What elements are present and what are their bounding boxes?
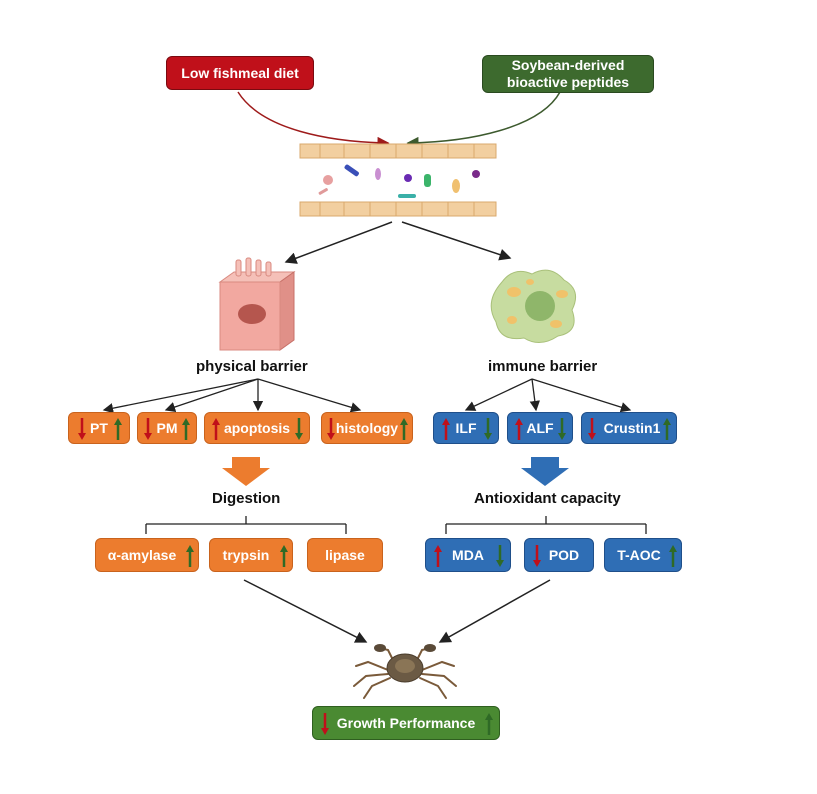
crab-illustration	[353, 644, 457, 699]
crustin1-label: Crustin1	[603, 420, 661, 436]
arrow-to-immune	[401, 221, 512, 261]
ilf-label: ILF	[455, 420, 477, 436]
down-arrow-icon	[78, 418, 86, 440]
soybean-label-line1: Soybean-derived	[511, 57, 625, 73]
immune-barrier-title: immune barrier	[488, 358, 598, 375]
antioxidant-title: Antioxidant capacity	[474, 490, 621, 507]
pm-label: PM	[156, 420, 178, 436]
up-arrow-icon	[186, 545, 194, 567]
apoptosis-label: apoptosis	[223, 420, 291, 436]
down-arrow-icon	[533, 545, 541, 567]
pt-box: PT	[68, 412, 130, 444]
t-aoc-box: T-AOC	[604, 538, 682, 572]
up-arrow-icon	[114, 418, 122, 440]
physical-fan	[102, 378, 362, 414]
up-arrow-icon	[663, 418, 671, 440]
digestion-bracket	[145, 516, 347, 534]
up-arrow-icon	[434, 545, 442, 567]
intestine-illustration	[299, 143, 497, 217]
apoptosis-box: apoptosis	[204, 412, 310, 444]
alf-label: ALF	[526, 420, 554, 436]
up-arrow-icon	[485, 713, 493, 735]
ilf-box: ILF	[433, 412, 499, 444]
up-arrow-icon	[515, 418, 523, 440]
down-arrow-icon	[496, 545, 504, 567]
immune-cell-illustration	[490, 269, 577, 343]
histology-label: histology	[335, 420, 399, 436]
antioxidant-bracket	[445, 516, 647, 534]
trypsin-box: trypsin	[209, 538, 293, 572]
arrow-soybean	[406, 91, 561, 149]
block-arrow-antioxidant	[521, 457, 569, 486]
pod-box: POD	[524, 538, 594, 572]
soybean-label-line2: bioactive peptides	[506, 74, 630, 90]
up-arrow-icon	[212, 418, 220, 440]
growth-performance-box: Growth Performance	[312, 706, 500, 740]
down-arrow-icon	[588, 418, 596, 440]
alf-box: ALF	[507, 412, 573, 444]
up-arrow-icon	[400, 418, 408, 440]
down-arrow-icon	[295, 418, 303, 440]
pm-box: PM	[137, 412, 197, 444]
alpha-amylase-label: α-amylase	[107, 547, 177, 563]
mda-box: MDA	[425, 538, 511, 572]
immune-fan	[464, 378, 632, 413]
soybean-peptides-box: Soybean-derived bioactive peptides	[482, 55, 654, 93]
physical-barrier-title: physical barrier	[196, 358, 308, 375]
digestion-title: Digestion	[212, 490, 281, 507]
alpha-amylase-box: α-amylase	[95, 538, 199, 572]
down-arrow-icon	[558, 418, 566, 440]
arrow-to-physical	[284, 221, 393, 264]
mda-label: MDA	[452, 547, 484, 563]
block-arrow-digestion	[222, 457, 270, 486]
arrow-low-fishmeal	[237, 91, 390, 149]
epithelial-cell-illustration	[218, 257, 296, 351]
up-arrow-icon	[442, 418, 450, 440]
up-arrow-icon	[280, 545, 288, 567]
lipase-box: lipase	[307, 538, 383, 572]
low-fishmeal-box: Low fishmeal diet	[166, 56, 314, 90]
down-arrow-icon	[327, 418, 335, 440]
growth-performance-label: Growth Performance	[336, 715, 476, 731]
pt-label: PT	[90, 420, 108, 436]
arrow-antioxidant-to-crab	[438, 579, 551, 643]
down-arrow-icon	[321, 713, 329, 735]
up-arrow-icon	[669, 545, 677, 567]
down-arrow-icon	[144, 418, 152, 440]
down-arrow-icon	[484, 418, 492, 440]
crustin1-box: Crustin1	[581, 412, 677, 444]
lipase-label: lipase	[325, 547, 365, 563]
arrow-digestion-to-crab	[243, 579, 368, 643]
trypsin-label: trypsin	[222, 547, 270, 563]
t-aoc-label: T-AOC	[617, 547, 661, 563]
up-arrow-icon	[182, 418, 190, 440]
low-fishmeal-label: Low fishmeal diet	[181, 65, 299, 81]
histology-box: histology	[321, 412, 413, 444]
pod-label: POD	[548, 547, 580, 563]
